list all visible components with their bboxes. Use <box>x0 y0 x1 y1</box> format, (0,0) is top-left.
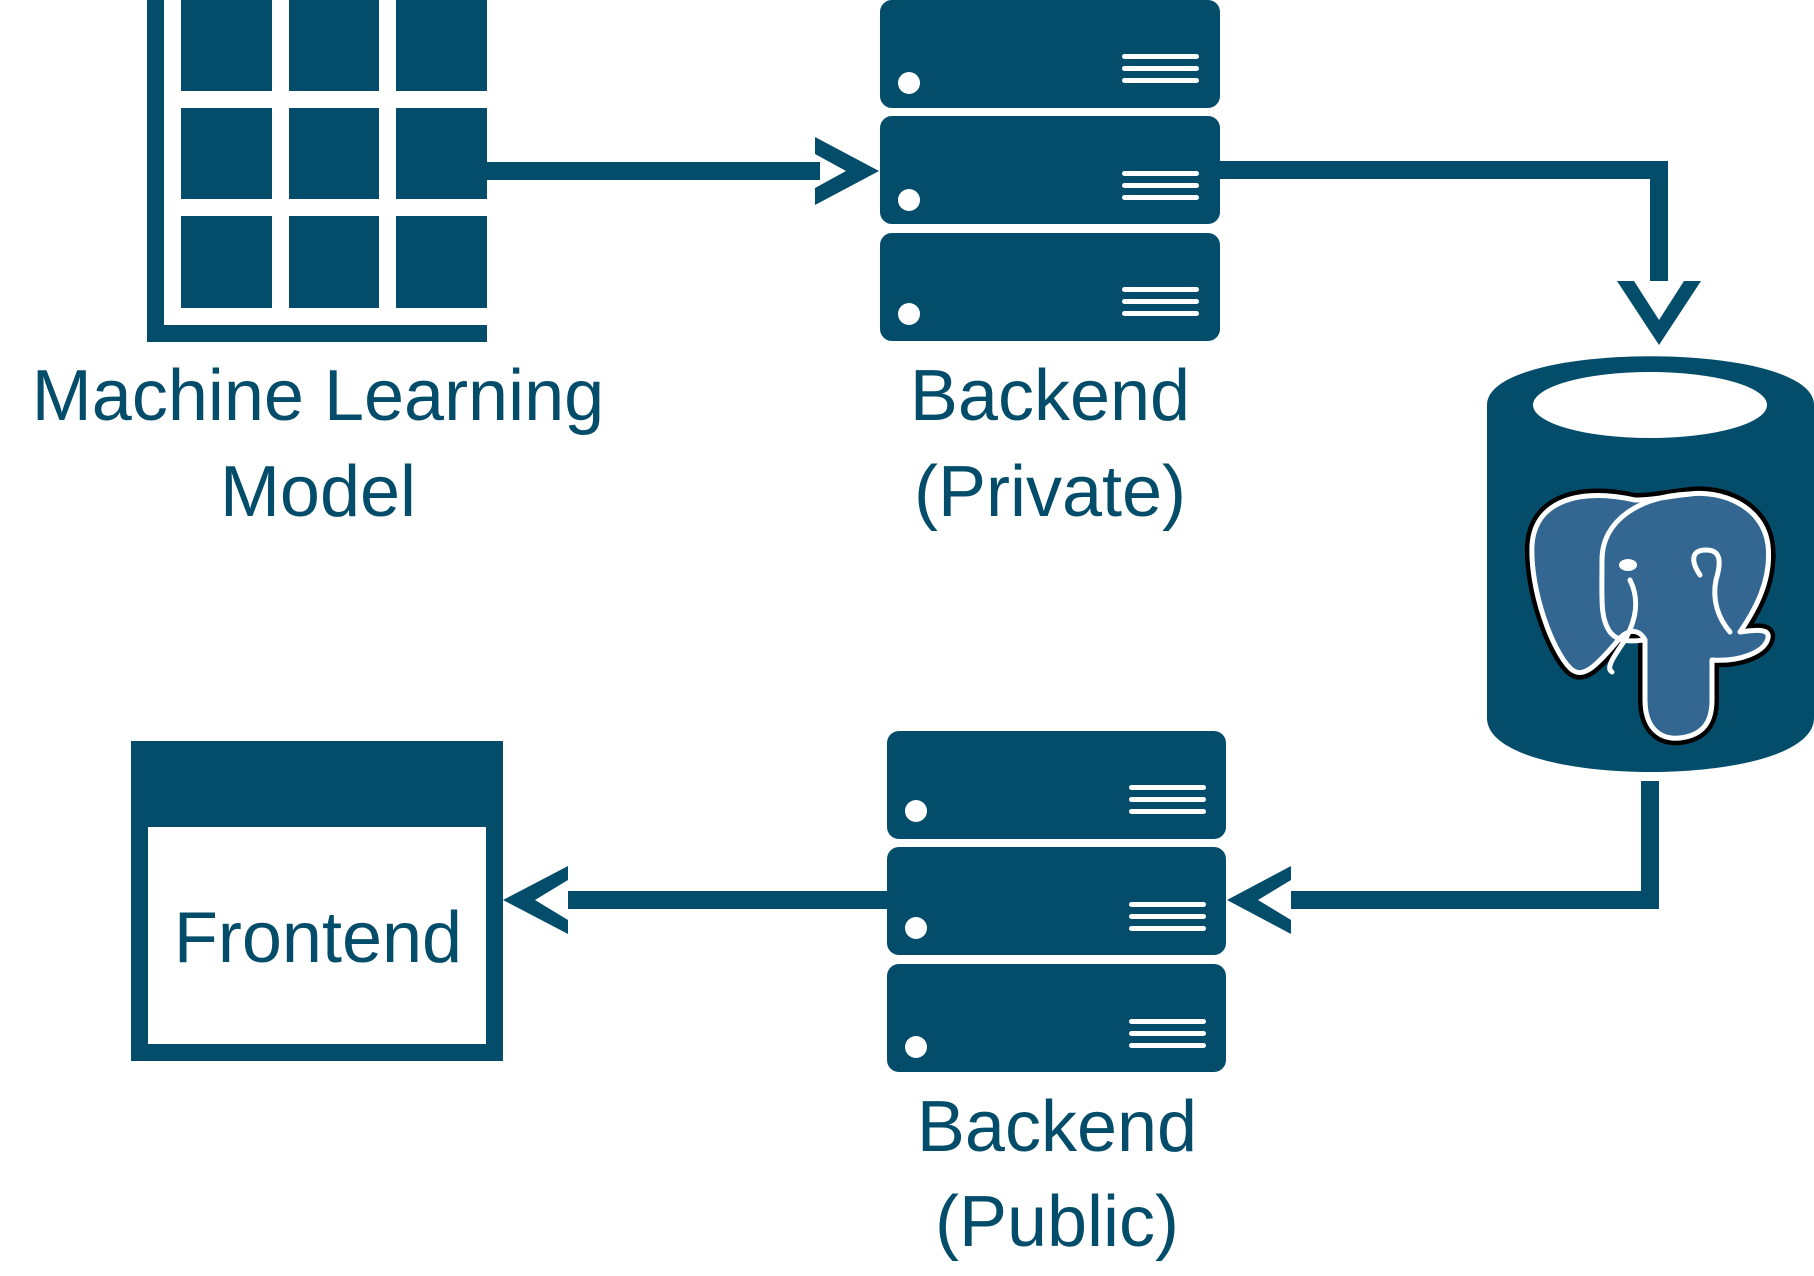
ml-model-node: Machine Learning Model <box>32 0 604 532</box>
server-unit <box>887 964 1226 1072</box>
frontend-label: Frontend <box>174 898 462 978</box>
backend-private-label-line2: (Private) <box>914 452 1186 532</box>
server-stack-icon <box>887 731 1226 1072</box>
backend-public-label-line1: Backend <box>917 1087 1197 1167</box>
database-node <box>1487 356 1814 772</box>
server-unit <box>880 0 1220 108</box>
ml-model-label-line2: Model <box>220 452 416 532</box>
browser-window-icon <box>131 741 503 1061</box>
server-unit <box>887 731 1226 839</box>
server-unit <box>880 116 1220 224</box>
arrow-database-to-backend-public <box>1227 781 1659 934</box>
arrow-ml-to-backend-private <box>487 137 879 205</box>
server-unit <box>887 847 1226 955</box>
database-top-rim <box>1533 372 1767 438</box>
grid-table-icon <box>147 0 487 342</box>
server-unit <box>880 233 1220 341</box>
backend-public-node: Backend (Public) <box>887 731 1226 1262</box>
connectors <box>487 137 1701 934</box>
ml-model-label-line1: Machine Learning <box>32 356 604 436</box>
backend-private-node: Backend (Private) <box>880 0 1220 532</box>
backend-public-label-line2: (Public) <box>935 1182 1179 1262</box>
backend-private-label-line1: Backend <box>910 356 1190 436</box>
arrow-backend-private-to-database <box>1220 161 1701 345</box>
arrow-backend-public-to-frontend <box>503 866 887 934</box>
server-stack-icon <box>880 0 1220 341</box>
postgresql-database-icon <box>1487 356 1814 772</box>
postgresql-elephant-icon <box>1524 486 1776 746</box>
frontend-node: Frontend <box>131 741 503 1061</box>
